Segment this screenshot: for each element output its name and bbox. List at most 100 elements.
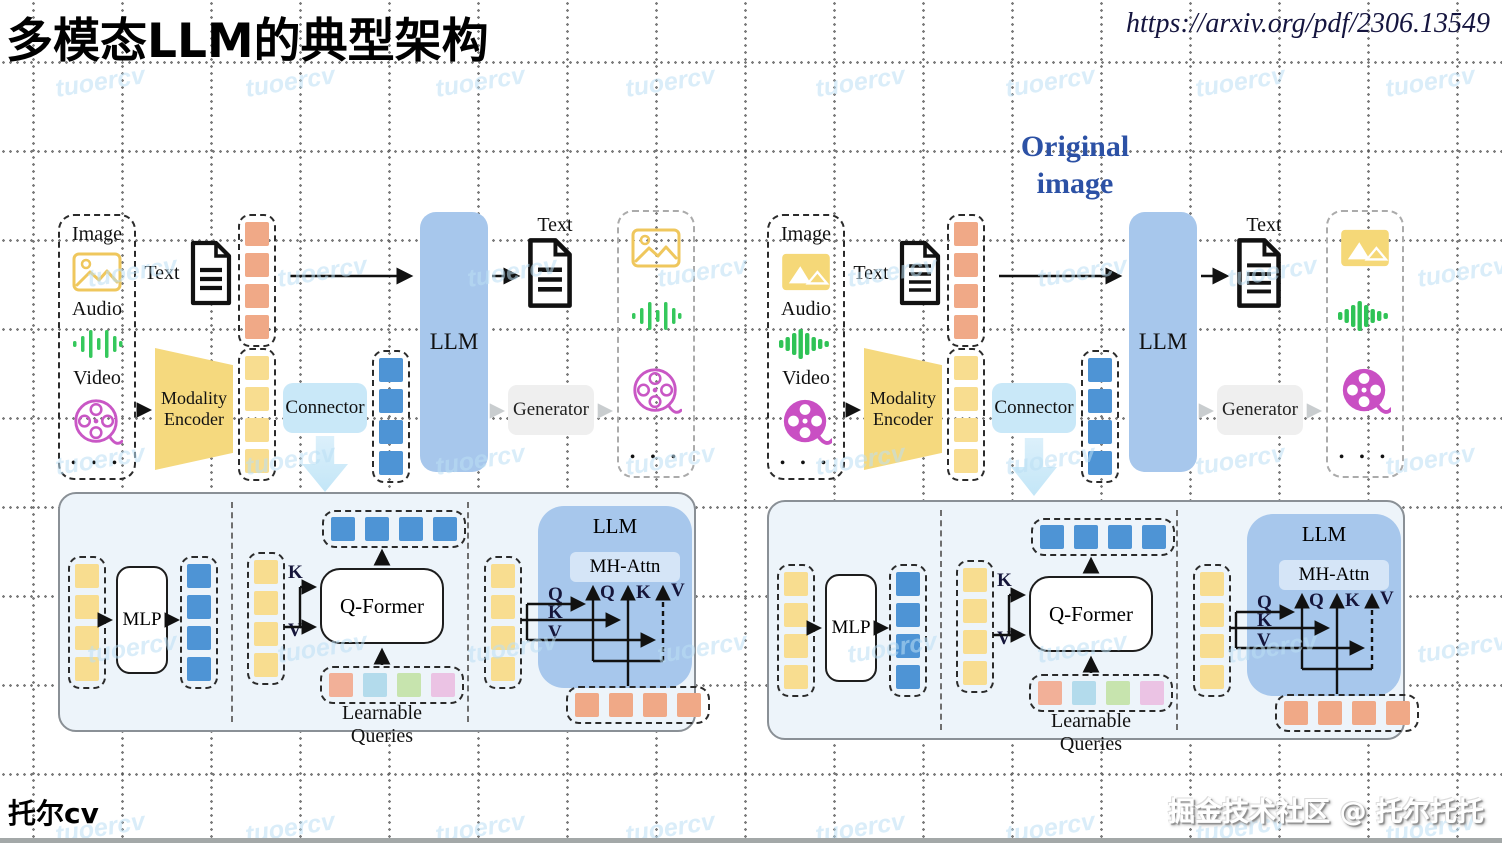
token [896,603,920,627]
token [784,634,808,658]
generator-label: Generator [1222,399,1298,420]
token [75,595,99,619]
k-label: K [548,602,563,623]
qformer-input-column [247,552,285,685]
video-reel-icon [74,399,123,445]
v-label: V [1257,630,1271,651]
token [431,673,455,697]
mh-attn-box: MH-Attn [570,552,680,582]
token [1200,634,1224,658]
mlp-output-column [889,564,927,697]
token [963,599,987,623]
input-modalities-box: Image Audio Video [58,214,136,480]
generator-label: Generator [513,399,589,420]
learnable-queries-label: Learnable Queries [1051,710,1131,755]
audio-waveform-icon [1338,301,1388,332]
text-document-icon [899,240,941,306]
connector-detail-panel: MLP Q-Former Learnable Queries K V [767,500,1419,755]
diagram-right: Image Audio Video [767,0,1472,755]
token [187,564,211,588]
token [187,657,211,681]
token [379,420,403,444]
video-label: Video [73,367,121,389]
qformer-output-row [322,510,466,548]
zoom-down-arrow [302,436,348,492]
token [187,626,211,650]
mlp-box: MLP [825,574,877,682]
feature-token-column [947,348,985,481]
bottom-strip [0,838,1502,843]
token [1200,665,1224,689]
token [491,657,515,681]
token [433,517,457,541]
text-token-column [238,214,276,347]
image-label: Image [72,223,122,245]
qformer-output-row [1031,518,1175,556]
connector-box: Connector [992,383,1076,433]
token [331,517,355,541]
attention-input-column [484,556,522,689]
token [954,449,978,473]
token [245,253,269,277]
learnable-queries-row [1029,674,1173,712]
token [575,693,599,717]
token [245,315,269,339]
ellipsis: • • • [71,456,123,471]
community-credit: 掘金技术社区 @ 托尔托托 [1168,797,1484,828]
mlp-box: MLP [116,566,168,674]
token [254,591,278,615]
text-input-label: Text [144,262,180,284]
panel-divider [940,510,942,730]
modality-encoder: Modality Encoder [155,348,233,470]
connector-box: Connector [283,383,367,433]
attention-input-column [1193,564,1231,697]
token [491,626,515,650]
qformer-box: Q-Former [320,568,444,644]
v-label: V [997,628,1011,649]
token [75,626,99,650]
ellipsis: • • • [780,456,832,471]
audio-waveform-icon [632,302,682,331]
token [245,356,269,380]
k-label: K [1257,610,1272,631]
arxiv-url: https://arxiv.org/pdf/2306.13549 [1126,8,1490,39]
channel-logo: 托尔cv [8,797,99,830]
watermark-text: tuoercv [433,807,527,849]
mlp-output-column [180,556,218,689]
image-icon [631,228,681,268]
modality-encoder-label: Modality Encoder [870,388,936,429]
token [954,315,978,339]
token [245,418,269,442]
connector-label: Connector [285,397,365,418]
v-top-label: V [1380,588,1394,609]
ellipsis: • • • [630,449,682,465]
token [1040,525,1064,549]
modality-encoder: Modality Encoder [864,348,942,470]
q-top-label: Q [1309,590,1324,611]
original-image-line1: Original [1020,130,1130,163]
token [784,603,808,627]
token [963,630,987,654]
token [1072,681,1096,705]
original-image-annotation: Original image [1000,128,1150,202]
llm-inner-label: LLM [592,514,638,538]
token [75,657,99,681]
token [1108,525,1132,549]
token [254,560,278,584]
llm-label: LLM [1138,329,1188,354]
v-label: V [288,620,302,641]
token [954,222,978,246]
token [643,693,667,717]
token [491,595,515,619]
token [363,673,387,697]
v-label: V [548,622,562,643]
audio-waveform-icon [73,330,123,358]
q-top-label: Q [600,582,615,603]
watermark-text: tuoercv [243,807,337,849]
llm-box: LLM [420,212,488,472]
qformer-label: Q-Former [340,593,424,618]
token [896,665,920,689]
token [379,389,403,413]
generator-box: Generator [508,385,594,435]
token [963,661,987,685]
